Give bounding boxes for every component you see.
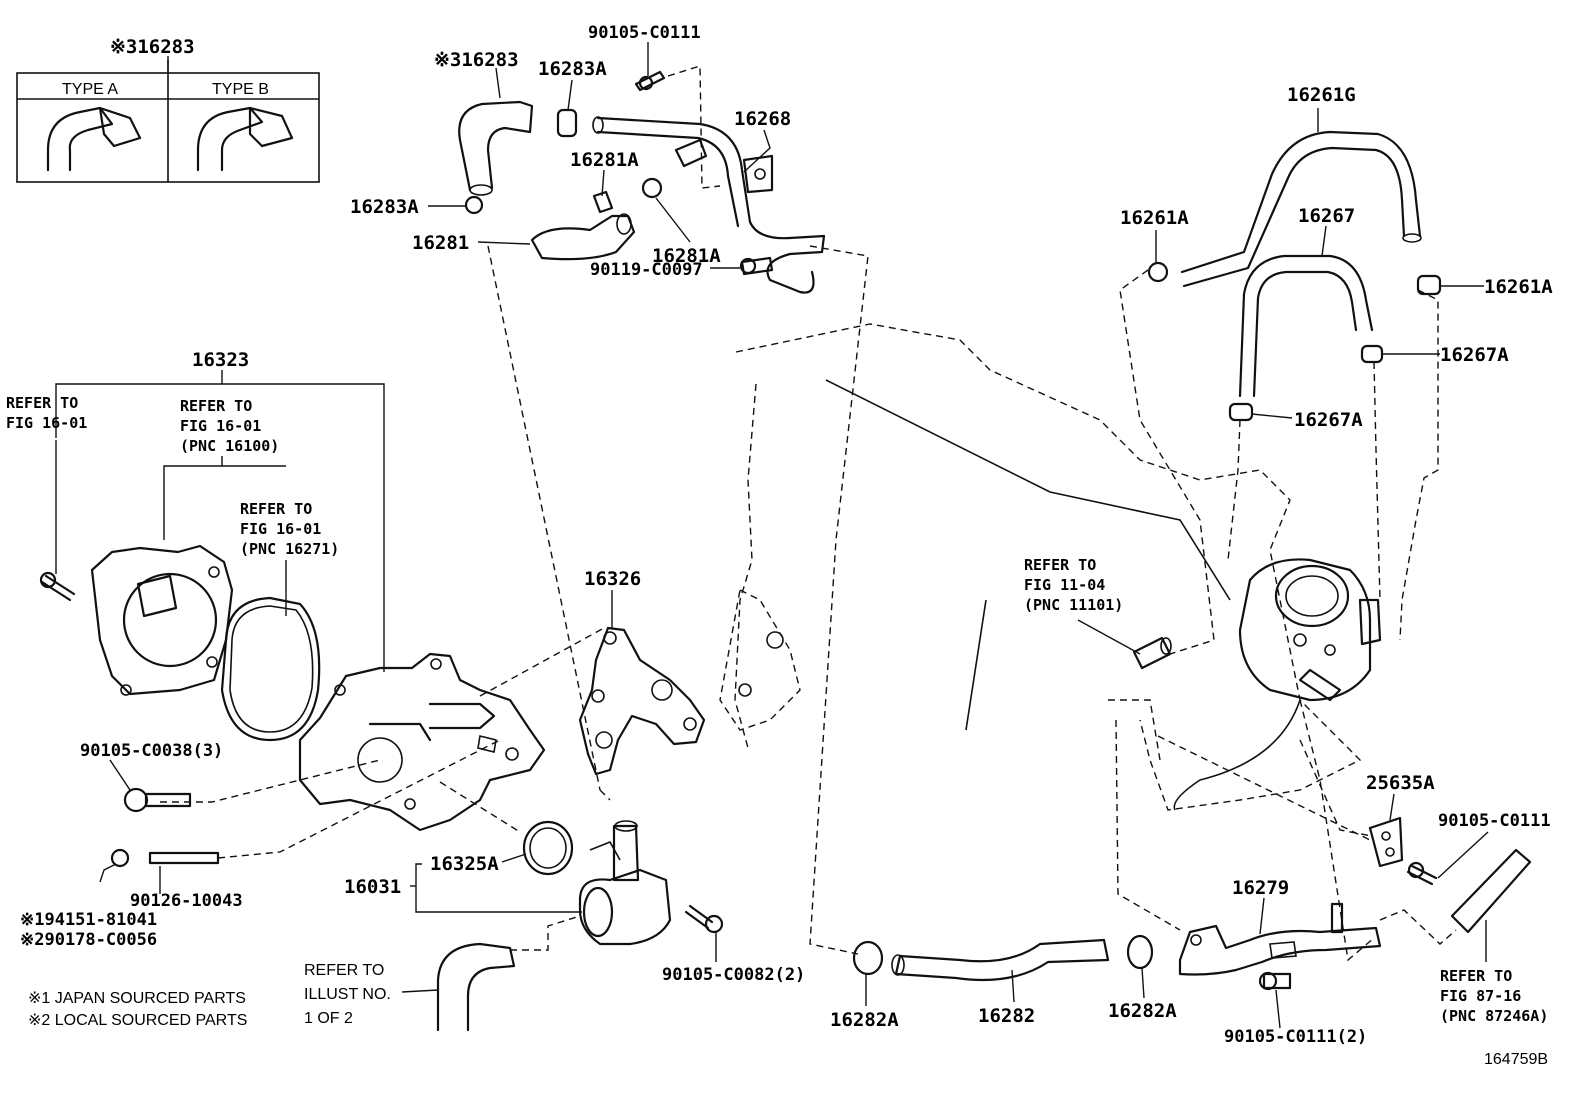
pipe-16279 <box>1178 902 1382 976</box>
bracket-25635A <box>1368 816 1404 868</box>
label-16281A-1: 16281A <box>570 149 639 171</box>
type-inset <box>16 60 320 183</box>
label-diagram-id: 164759B <box>1484 1051 1548 1068</box>
stud-90126-10043 <box>110 848 220 868</box>
hose-16281 <box>530 213 636 261</box>
label-194151-81041: ※194151-81041 <box>20 910 157 930</box>
hose-16283 <box>458 100 534 196</box>
hose-87246A <box>1450 848 1532 934</box>
label-type-a: TYPE A <box>62 81 118 98</box>
refer-fig-16-01-pnc16100: REFER TO FIG 16-01 (PNC 16100) <box>180 397 279 455</box>
label-16323: 16323 <box>192 349 249 371</box>
throttle-body <box>1173 558 1382 811</box>
label-16281A-2: 16281A <box>652 245 721 267</box>
clamp-16283A-left <box>464 195 484 215</box>
leader-lines <box>55 42 1489 1029</box>
label-290178-C0056: ※290178-C0056 <box>20 930 157 950</box>
refer-illust-1-of-2: REFER TO ILLUST NO. 1 OF 2 <box>304 962 395 1027</box>
label-16279: 16279 <box>1232 877 1289 899</box>
clamp-16281A-1 <box>592 190 614 214</box>
footnotes: ※1 JAPAN SOURCED PARTS ※2 LOCAL SOURCED … <box>28 990 247 1029</box>
engine-block <box>719 323 1362 811</box>
label-16325A: 16325A <box>430 853 499 875</box>
bolt-90105-C0111-right <box>1406 861 1438 886</box>
refer-blocks: REFER TO FIG 16-01 REFER TO FIG 16-01 (P… <box>6 394 1548 1027</box>
label-90105-C0111-bottom: 90105-C0111(2) <box>1224 1027 1367 1047</box>
bolt-90119-C0097 <box>739 256 774 276</box>
clamp-16267A-2 <box>1228 402 1254 422</box>
label-16283: ※316283 <box>434 49 519 71</box>
hose-16261G <box>1180 130 1422 288</box>
hose-16267 <box>1238 254 1374 398</box>
gasket-16271 <box>220 596 321 742</box>
label-90105-C0038: 90105-C0038(3) <box>80 741 223 761</box>
label-16283A-left: 16283A <box>350 196 419 218</box>
gasket-16326 <box>578 626 706 776</box>
label-90105-C0082: 90105-C0082(2) <box>662 965 805 985</box>
bolt-90105-C0038 <box>123 787 192 813</box>
connection-lines <box>160 245 1457 962</box>
clamp-16267A-1 <box>1360 344 1384 364</box>
label-16268: 16268 <box>734 108 791 130</box>
label-16267A-2: 16267A <box>1294 409 1363 431</box>
bolt-90105-C0111-top <box>634 70 666 92</box>
bolt-left <box>39 571 76 602</box>
label-type-b: TYPE B <box>212 81 269 98</box>
bolt-90105-C0082 <box>684 904 724 934</box>
label-16261G: 16261G <box>1287 84 1356 106</box>
label-90105-C0111-right: 90105-C0111 <box>1438 811 1551 831</box>
clamp-16261A-right <box>1416 274 1442 296</box>
label-16283A-top: 16283A <box>538 58 607 80</box>
clamp-16261A-left <box>1147 261 1169 283</box>
label-16282A-right: 16282A <box>1108 1000 1177 1022</box>
o-ring-16325A <box>522 820 574 876</box>
label-16267: 16267 <box>1298 205 1355 227</box>
water-inlet-16031 <box>578 820 672 946</box>
pipe-16268 <box>592 116 826 294</box>
label-16031: 16031 <box>344 876 401 898</box>
label-16281: 16281 <box>412 232 469 254</box>
clamp-16283A-top <box>556 108 578 138</box>
label-90119-C0097: 90119-C0097 <box>590 260 703 280</box>
label-16261A-right: 16261A <box>1484 276 1553 298</box>
refer-fig-11-04-pnc11101: REFER TO FIG 11-04 (PNC 11101) <box>1024 556 1123 614</box>
label-90126-10043: 90126-10043 <box>130 891 243 911</box>
pump-cover <box>90 544 234 696</box>
bolt-90105-C0111-bottom <box>1258 971 1292 991</box>
refer-fig-16-01-pnc16271: REFER TO FIG 16-01 (PNC 16271) <box>240 500 339 558</box>
label-16282: 16282 <box>978 1005 1035 1027</box>
clamp-16282A-right <box>1126 934 1154 970</box>
clamp-16282A-left <box>852 940 884 976</box>
label-16261A-left: 16261A <box>1120 207 1189 229</box>
label-inset-part: ※316283 <box>110 36 195 58</box>
refer-fig-16-01-a: REFER TO FIG 16-01 <box>6 394 87 432</box>
hose-illust-1of2 <box>436 942 516 1032</box>
label-16267A-1: 16267A <box>1440 344 1509 366</box>
label-16282A-left: 16282A <box>830 1009 899 1031</box>
note-local-sourced: ※2 LOCAL SOURCED PARTS <box>28 1012 247 1029</box>
water-pump-16323 <box>298 652 546 832</box>
label-16326: 16326 <box>584 568 641 590</box>
label-25635A: 25635A <box>1366 772 1435 794</box>
clamp-16281A-2 <box>641 177 663 199</box>
hose-16282 <box>891 938 1110 982</box>
refer-fig-87-16-pnc87246A: REFER TO FIG 87-16 (PNC 87246A) <box>1440 967 1548 1025</box>
note-japan-sourced: ※1 JAPAN SOURCED PARTS <box>28 990 246 1007</box>
labels: ※316283 TYPE A TYPE B ※316283 16283A 901… <box>20 23 1553 1068</box>
label-90105-C0111-top: 90105-C0111 <box>588 23 701 43</box>
